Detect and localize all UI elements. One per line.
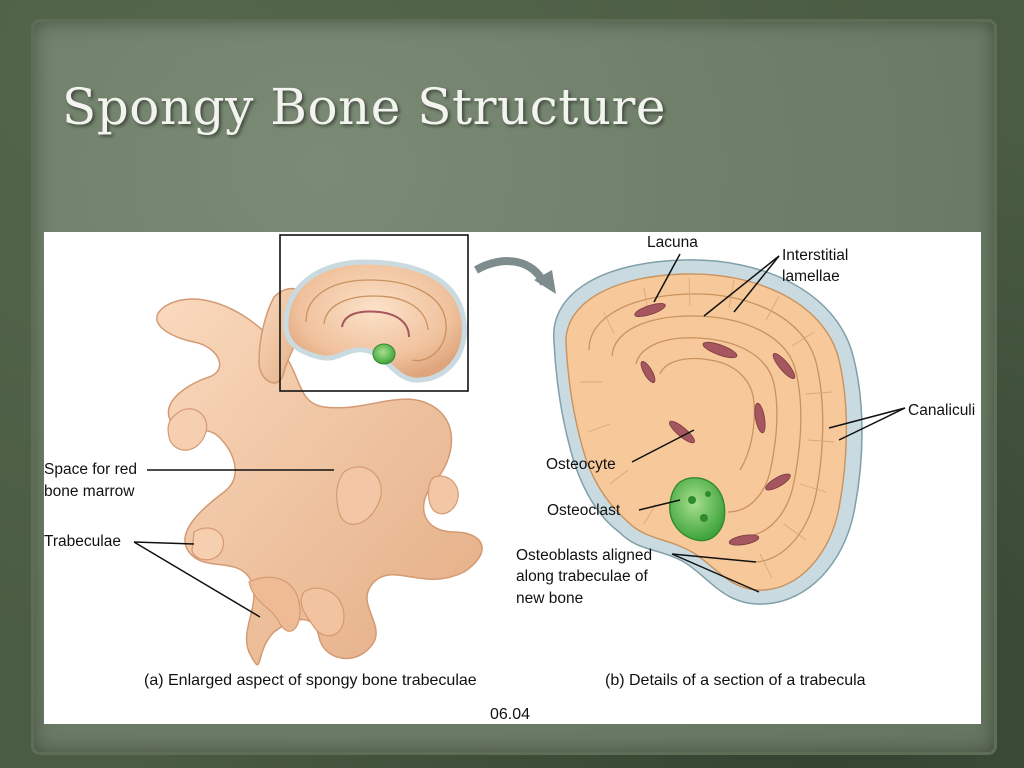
osteoclast-cell <box>669 477 726 542</box>
label-space-marrow-1: Space for red <box>44 461 137 478</box>
inset-box <box>279 234 469 392</box>
bone-figure: Lacuna Interstitial lamellae Canaliculi … <box>44 232 981 724</box>
leader-lines <box>133 253 906 618</box>
label-osteoclast: Osteoclast <box>547 502 621 519</box>
label-osteoblasts-3: new bone <box>516 590 583 607</box>
label-osteocyte: Osteocyte <box>546 456 616 473</box>
zoom-arrow <box>474 257 548 286</box>
label-interstitial-lamellae-2: lamellae <box>782 268 840 285</box>
label-interstitial-lamellae-1: Interstitial <box>782 247 848 264</box>
spongy-bone-diagram: Lacuna Interstitial lamellae Canaliculi … <box>44 234 975 723</box>
caption-a: (a) Enlarged aspect of spongy bone trabe… <box>144 672 477 689</box>
label-canaliculi: Canaliculi <box>908 402 975 419</box>
trabecula-section <box>553 259 863 605</box>
label-osteoblasts-2: along trabeculae of <box>516 568 649 585</box>
inset-trabecula <box>283 259 467 383</box>
label-trabeculae: Trabeculae <box>44 533 121 550</box>
label-osteoblasts-1: Osteoblasts aligned <box>516 547 652 564</box>
caption-b: (b) Details of a section of a trabecula <box>605 672 866 689</box>
label-space-marrow-2: bone marrow <box>44 483 135 500</box>
slide-title: Spongy Bone Structure <box>62 78 666 136</box>
figure-number: 06.04 <box>490 706 530 723</box>
label-lacuna: Lacuna <box>647 234 698 251</box>
zoom-arrowhead <box>534 270 556 294</box>
